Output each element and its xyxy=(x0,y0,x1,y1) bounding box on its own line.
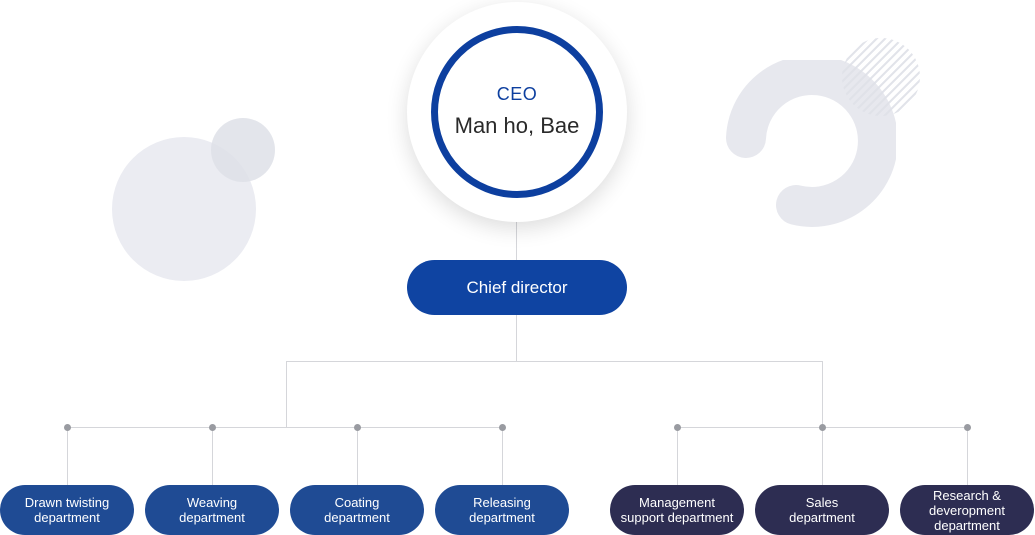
junction-dot xyxy=(354,424,361,431)
chief-director-node: Chief director xyxy=(407,260,627,315)
junction-dot xyxy=(674,424,681,431)
connector-branch-horizontal xyxy=(286,361,823,362)
junction-dot xyxy=(819,424,826,431)
ceo-title: CEO xyxy=(496,84,538,104)
connector-chief-down xyxy=(516,315,517,362)
dept-label-line1: Management xyxy=(639,495,715,510)
dept-label-line3: department xyxy=(934,517,1000,533)
connector-dept-6 xyxy=(822,427,823,485)
dept-label-line2: support department xyxy=(620,510,734,525)
dept-releasing: Releasing department xyxy=(435,485,569,535)
dept-coating: Coating department xyxy=(290,485,424,535)
connector-left-group-horizontal xyxy=(67,427,503,428)
ceo-name: Man ho, Bae xyxy=(454,113,580,138)
connector-dept-7 xyxy=(967,427,968,485)
dept-drawn-twisting: Drawn twisting department xyxy=(0,485,134,535)
decorative-circle-small xyxy=(211,118,275,182)
dept-research-development: Research & deveropment department xyxy=(900,485,1034,535)
connector-dept-1 xyxy=(67,427,68,485)
dept-label-line2: department xyxy=(324,510,390,525)
connector-dept-4 xyxy=(502,427,503,485)
dept-label-line1: Drawn twisting xyxy=(24,495,110,510)
connector-dept-3 xyxy=(357,427,358,485)
dept-weaving: Weaving department xyxy=(145,485,279,535)
junction-dot xyxy=(64,424,71,431)
junction-dot xyxy=(964,424,971,431)
dept-label-line1: Research & xyxy=(933,487,1001,503)
dept-management-support: Management support department xyxy=(610,485,744,535)
connector-ceo-chief xyxy=(516,220,517,260)
dept-label-line2: deveropment xyxy=(929,502,1005,518)
dept-label-line2: department xyxy=(789,510,855,525)
connector-branch-left-vertical xyxy=(286,361,287,427)
chief-director-label: Chief director xyxy=(466,277,568,297)
connector-branch-right-vertical xyxy=(822,361,823,427)
connector-dept-2 xyxy=(212,427,213,485)
dept-label-line1: Sales xyxy=(805,495,839,510)
dept-label-line2: department xyxy=(34,510,100,525)
dept-label-line1: Coating xyxy=(334,495,380,510)
dept-label-line2: department xyxy=(179,510,245,525)
connector-dept-5 xyxy=(677,427,678,485)
dept-label-line1: Weaving xyxy=(186,495,238,510)
junction-dot xyxy=(209,424,216,431)
ceo-node: CEO Man ho, Bae xyxy=(407,2,627,222)
dept-label-line2: department xyxy=(469,510,535,525)
decorative-hatched-circle xyxy=(842,38,920,116)
dept-sales: Sales department xyxy=(755,485,889,535)
ceo-ring: CEO Man ho, Bae xyxy=(431,26,603,198)
dept-label-line1: Releasing xyxy=(473,495,531,510)
junction-dot xyxy=(499,424,506,431)
